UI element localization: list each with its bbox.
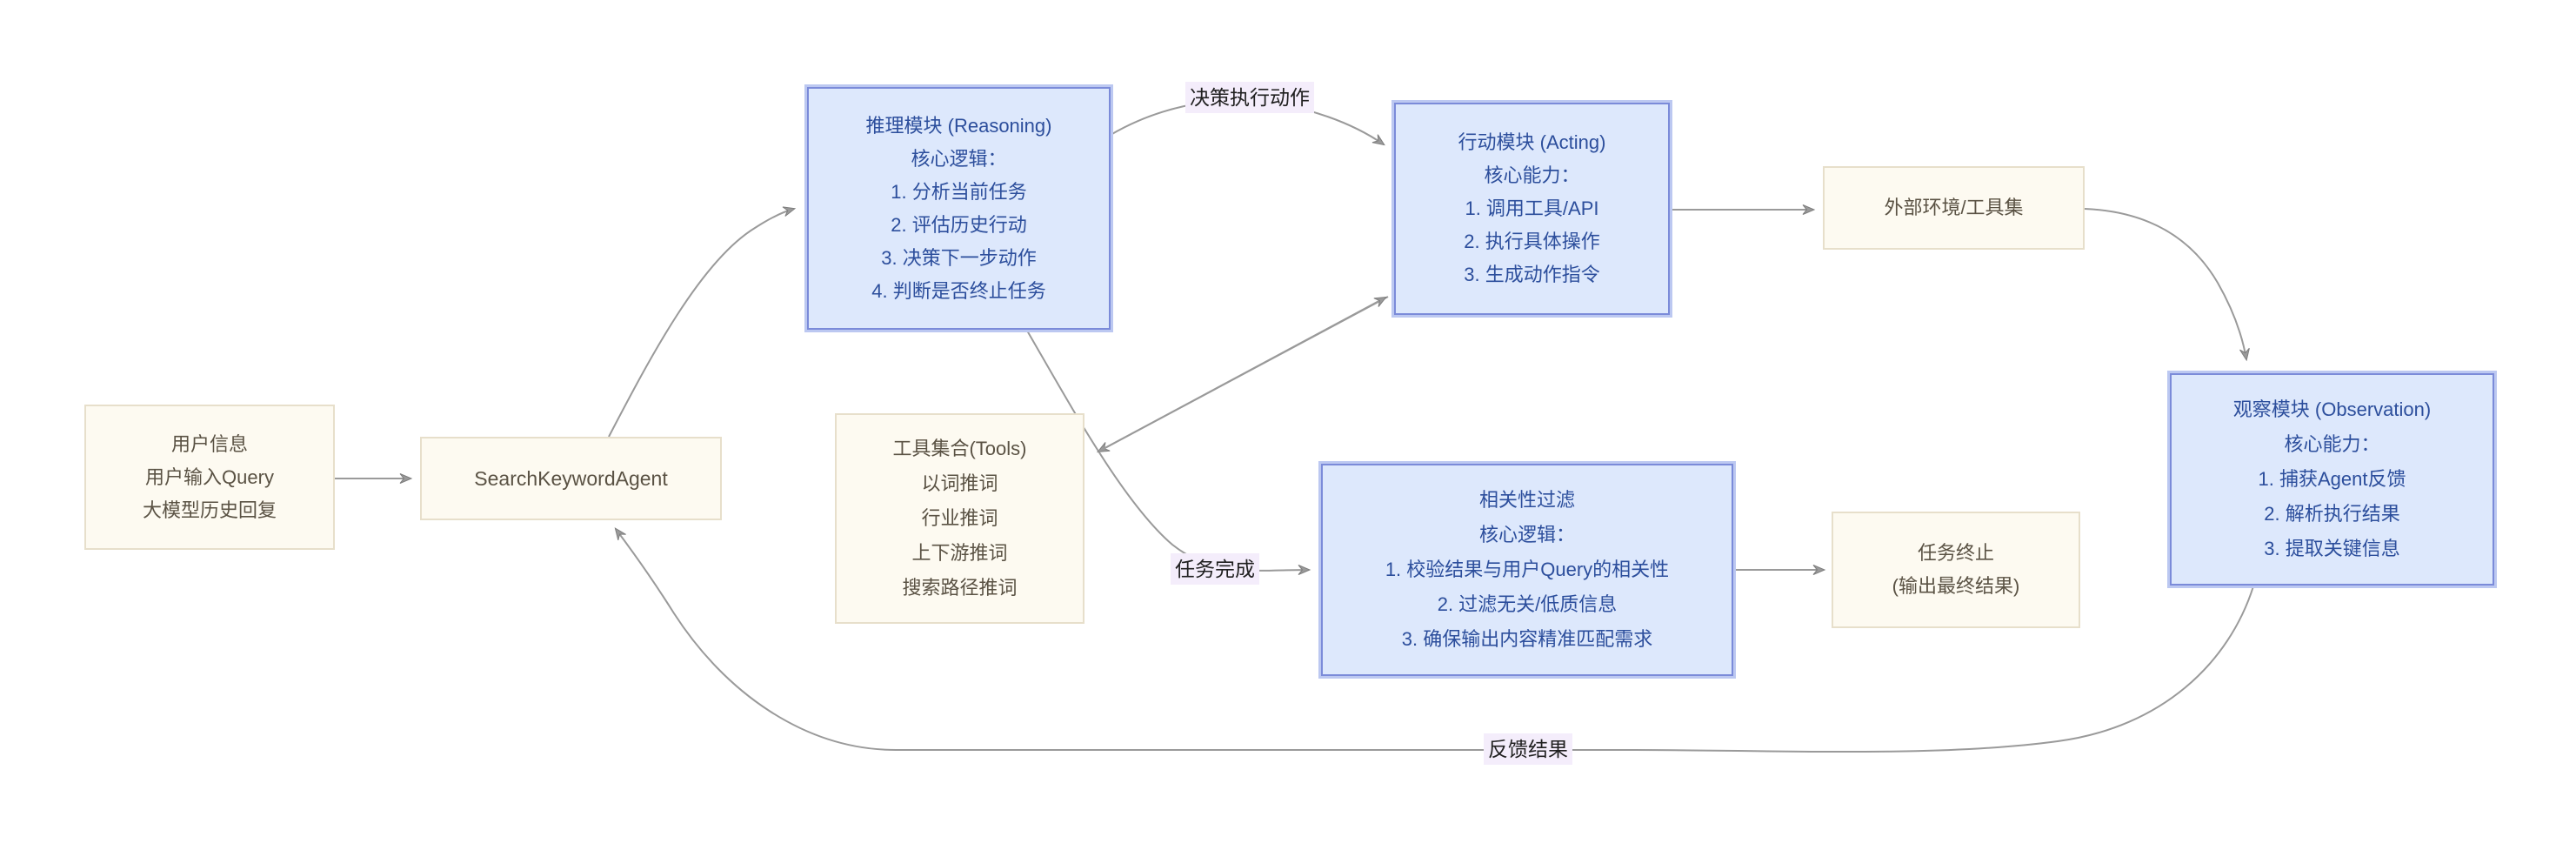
relevance-line: 1. 校验结果与用户Query的相关性 [1385,559,1670,580]
edge-observation-to-agent-feedback [614,527,2254,753]
user-info-line: 大模型历史回复 [142,499,277,521]
acting-line: 1. 调用工具/API [1465,197,1599,219]
node-observation-module: 观察模块 (Observation) 核心能力： 1. 捕获Agent反馈 2.… [2170,373,2494,586]
edge-agent-to-reasoning [608,206,797,438]
acting-line: 3. 生成动作指令 [1464,264,1600,285]
tools-line: 行业推词 [921,507,998,529]
node-search-keyword-agent: SearchKeywordAgent [420,437,722,520]
acting-line: 核心能力： [1484,164,1580,186]
tools-line: 以词推词 [921,472,998,494]
node-task-end: 任务终止 (输出最终结果) [1832,512,2080,628]
edge-tools-to-acting [1098,296,1388,452]
observation-line: 1. 捕获Agent反馈 [2258,468,2406,490]
relevance-line: 相关性过滤 [1478,489,1575,511]
reasoning-line: 推理模块 (Reasoning) [865,114,1052,137]
edge-external-to-observation [2084,208,2250,362]
reasoning-line: 4. 判断是否终止任务 [871,279,1046,302]
node-reasoning-module: 推理模块 (Reasoning) 核心逻辑： 1. 分析当前任务 2. 评估历史… [807,87,1111,330]
node-relevance-filter: 相关性过滤 核心逻辑： 1. 校验结果与用户Query的相关性 2. 过滤无关/… [1321,464,1733,676]
acting-line: 2. 执行具体操作 [1464,231,1600,252]
relevance-line: 核心逻辑： [1478,524,1575,545]
node-acting-module: 行动模块 (Acting) 核心能力： 1. 调用工具/API 2. 执行具体操… [1394,103,1670,315]
user-info-line: 用户输入Query [145,465,274,488]
observation-line: 2. 解析执行结果 [2264,503,2400,525]
observation-line: 观察模块 (Observation) [2232,398,2432,420]
node-external-environment: 外部环境/工具集 [1823,166,2085,250]
task-end-line: 任务终止 [1917,542,1994,564]
external-env-label: 外部环境/工具集 [1884,197,2024,218]
task-end-line: (输出最终结果) [1892,575,2020,597]
reasoning-line: 核心逻辑： [911,147,1007,170]
reasoning-line: 1. 分析当前任务 [891,180,1027,203]
acting-line: 行动模块 (Acting) [1458,131,1606,153]
relevance-line: 2. 过滤无关/低质信息 [1437,593,1618,615]
reasoning-line: 2. 评估历史行动 [891,213,1027,236]
node-tools-set: 工具集合(Tools) 以词推词 行业推词 上下游推词 搜索路径推词 [835,413,1084,624]
edge-label-decide-act: 决策执行动作 [1185,82,1314,113]
node-user-info: 用户信息 用户输入Query 大模型历史回复 [84,405,335,550]
relevance-line: 3. 确保输出内容精准匹配需求 [1401,628,1653,650]
tools-line: 上下游推词 [911,542,1008,564]
tools-line: 工具集合(Tools) [892,438,1027,459]
agent-label: SearchKeywordAgent [474,467,668,490]
edge-label-feedback: 反馈结果 [1484,733,1572,765]
edge-label-task-done: 任务完成 [1171,553,1259,585]
observation-line: 核心能力： [2284,433,2380,455]
user-info-line: 用户信息 [170,432,248,455]
reasoning-line: 3. 决策下一步动作 [881,246,1037,269]
observation-line: 3. 提取关键信息 [2264,538,2400,559]
tools-line: 搜索路径推词 [902,577,1018,599]
